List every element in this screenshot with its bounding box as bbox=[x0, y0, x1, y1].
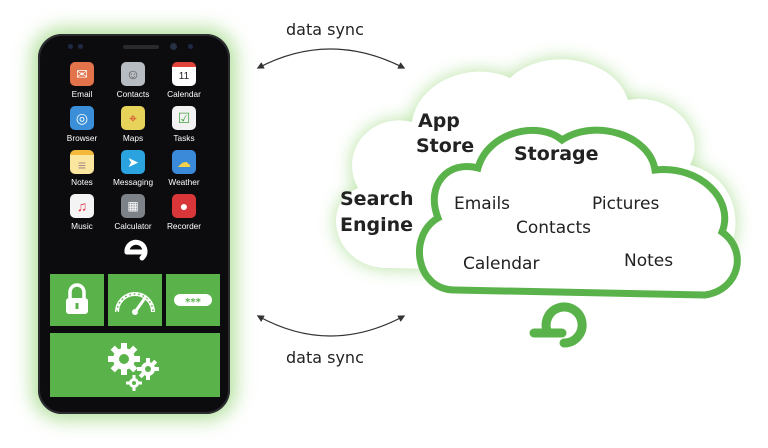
app-weather[interactable]: ☁ Weather bbox=[161, 150, 207, 192]
app-calculator[interactable]: ▦ Calculator bbox=[110, 194, 156, 236]
lock-icon bbox=[66, 283, 88, 314]
app-label: Calendar bbox=[167, 89, 201, 99]
app-tasks[interactable]: ☑ Tasks bbox=[161, 106, 207, 148]
settings-tile[interactable] bbox=[50, 333, 220, 397]
app-label: Music bbox=[71, 221, 93, 231]
lock-tile[interactable] bbox=[50, 274, 104, 326]
storage-item-emails: Emails bbox=[454, 194, 510, 214]
app-label: Tasks bbox=[173, 133, 195, 143]
app-notes[interactable]: ≡ Notes bbox=[59, 150, 105, 192]
sync-arrow-bottom bbox=[256, 315, 406, 337]
app-recorder[interactable]: ● Recorder bbox=[161, 194, 207, 236]
email-icon: ✉ bbox=[70, 62, 94, 86]
calculator-icon: ▦ bbox=[121, 194, 145, 218]
app-label: Notes bbox=[71, 177, 93, 187]
speedometer-tile[interactable] bbox=[108, 274, 162, 326]
notes-icon: ≡ bbox=[70, 150, 94, 174]
recorder-icon: ● bbox=[172, 194, 196, 218]
app-email[interactable]: ✉ Email bbox=[59, 62, 105, 104]
app-music[interactable]: ♫ Music bbox=[59, 194, 105, 236]
app-label: Email bbox=[71, 89, 93, 99]
app-store-label-line2: Store bbox=[416, 135, 474, 157]
music-icon: ♫ bbox=[70, 194, 94, 218]
speaker-grill bbox=[123, 45, 159, 49]
storage-item-notes: Notes bbox=[624, 251, 673, 271]
password-mask: *** bbox=[185, 297, 201, 308]
calendar-icon: 11 bbox=[172, 62, 196, 86]
calendar-day: 11 bbox=[178, 71, 190, 82]
storage-item-contacts: Contacts bbox=[516, 218, 591, 238]
weather-icon: ☁ bbox=[172, 150, 196, 174]
gears-icon bbox=[108, 343, 159, 391]
inner-cloud bbox=[415, 126, 741, 299]
messaging-icon: ➤ bbox=[121, 150, 145, 174]
data-sync-label-top: data sync bbox=[286, 20, 364, 39]
app-label: Maps bbox=[122, 133, 144, 143]
data-sync-label-bottom: data sync bbox=[286, 348, 364, 367]
app-label: Recorder bbox=[166, 221, 202, 231]
smartphone: ✉ Email ☺ Contacts 11 Calendar ◎ Browser… bbox=[38, 34, 230, 414]
sensor-dot bbox=[68, 44, 73, 49]
password-icon: *** bbox=[174, 294, 212, 308]
sync-arrow-top bbox=[256, 48, 406, 69]
app-browser[interactable]: ◎ Browser bbox=[59, 106, 105, 148]
app-label: Weather bbox=[168, 177, 200, 187]
search-engine-label-line2: Engine bbox=[340, 214, 413, 236]
browser-icon: ◎ bbox=[70, 106, 94, 130]
storage-item-calendar: Calendar bbox=[463, 254, 539, 274]
app-store-label-line1: App bbox=[418, 110, 460, 132]
storage-title: Storage bbox=[514, 143, 599, 165]
app-messaging[interactable]: ➤ Messaging bbox=[110, 150, 156, 192]
tasks-icon: ☑ bbox=[172, 106, 196, 130]
contacts-icon: ☺ bbox=[121, 62, 145, 86]
brand-logo-icon bbox=[124, 239, 148, 261]
password-tile[interactable]: *** bbox=[166, 274, 220, 326]
front-camera-icon bbox=[170, 43, 177, 50]
storage-item-pictures: Pictures bbox=[592, 194, 659, 214]
app-label: Contacts bbox=[116, 89, 150, 99]
speedometer-icon bbox=[115, 292, 155, 315]
app-label: Browser bbox=[66, 133, 98, 143]
brand-logo-icon bbox=[529, 302, 587, 348]
app-maps[interactable]: ⌖ Maps bbox=[110, 106, 156, 148]
app-label: Calculator bbox=[114, 221, 152, 231]
app-label: Messaging bbox=[112, 177, 154, 187]
app-contacts[interactable]: ☺ Contacts bbox=[110, 62, 156, 104]
app-calendar[interactable]: 11 Calendar bbox=[161, 62, 207, 104]
search-engine-label-line1: Search bbox=[340, 188, 414, 210]
maps-icon: ⌖ bbox=[121, 106, 145, 130]
